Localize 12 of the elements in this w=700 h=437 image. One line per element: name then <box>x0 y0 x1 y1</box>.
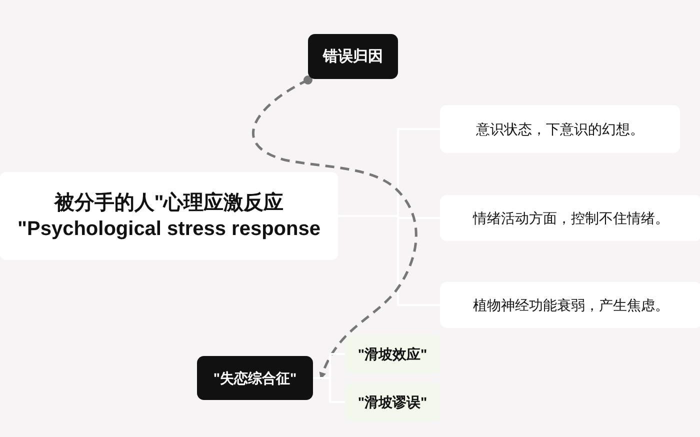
subtopic-box <box>345 335 440 373</box>
topic-text: 植物神经功能衰弱，产生焦虑。 <box>473 296 669 314</box>
topic-text: "滑坡效应" <box>358 344 428 364</box>
topic-text: 被分手的人"心理应激反应 "Psychological stress response <box>16 190 322 242</box>
topic-text: 意识状态，下意识的幻想。 <box>476 120 644 138</box>
topic-text: 情绪活动方面，控制不住情绪。 <box>473 208 669 228</box>
topic-box <box>308 34 398 79</box>
topic-box <box>197 356 313 400</box>
topic-text: 错误归因 <box>323 46 383 66</box>
topic-text: "滑坡谬误" <box>358 392 428 412</box>
dashed-arrow <box>252 76 418 380</box>
topic-text: "失恋综合征" <box>213 368 297 388</box>
